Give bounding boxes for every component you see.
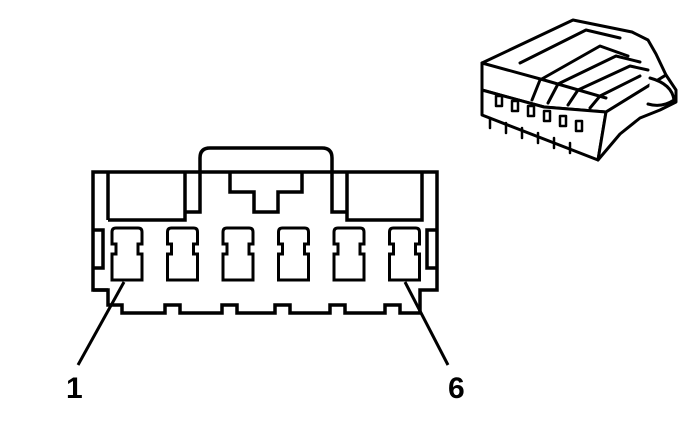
pin-cavity [110, 226, 144, 282]
connector-top-edge [480, 61, 546, 82]
connector-front-cavities [488, 94, 584, 155]
housing-inner-top [106, 172, 424, 222]
connector-rib-1 [518, 28, 622, 65]
housing-outline [91, 170, 439, 315]
leader-line-last-pin [403, 281, 450, 366]
connector-rib-2 [530, 44, 630, 102]
connector-rib-4 [566, 64, 650, 107]
pin-label-last: 6 [448, 372, 465, 405]
pin-cavity [388, 226, 421, 282]
connector-isometric-view [480, 18, 678, 162]
connector-end-view [91, 146, 439, 315]
pin-cavities [110, 226, 421, 282]
left-side-rib [93, 228, 108, 292]
pin-cavity [332, 226, 366, 282]
pin-cavity [277, 226, 310, 282]
connector-rib-3 [546, 54, 642, 105]
connector-latch [646, 76, 676, 107]
pin-cavity [166, 226, 199, 282]
center-key [228, 172, 304, 214]
connector-top-edge-2 [542, 78, 608, 100]
leader-line-first-pin [76, 281, 126, 366]
pin-label-first: 1 [66, 372, 83, 405]
lock-tab [198, 146, 334, 172]
right-side-rib [425, 228, 437, 270]
leader-lines [76, 281, 450, 366]
pin-cavity [221, 226, 255, 282]
